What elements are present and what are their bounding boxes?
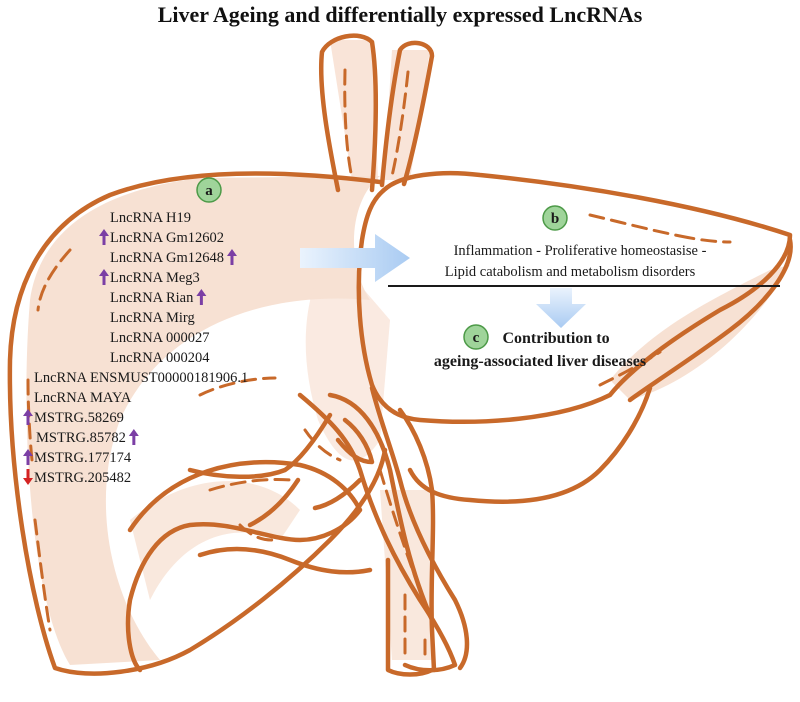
lncrna-item-5: LncRNA Rian [110, 290, 194, 306]
liver-shading [26, 40, 790, 665]
panel-b-line2: Lipid catabolism and metabolism disorder… [445, 264, 696, 280]
flow-arrow-a-to-b [300, 234, 410, 282]
lncrna-item-4: LncRNA Meg3 [110, 270, 200, 286]
panel-c-line2: ageing-associated liver diseases [434, 353, 646, 370]
flow-arrow-b-to-c [536, 288, 586, 328]
lncrna-item-6: LncRNA Mirg [110, 310, 195, 326]
lncrna-up-arrow-2 [99, 229, 109, 245]
panel-b-badge-letter: b [551, 211, 559, 227]
lncrna-item-7: LncRNA 000027 [110, 330, 209, 346]
panel-a-badge-circle [196, 177, 222, 203]
lncrna-item-13: MSTRG.177174 [34, 450, 132, 466]
vena-cava-top-right [379, 40, 435, 188]
lower-left-vessel [125, 459, 363, 673]
lncrna-up-arrow-12 [128, 429, 139, 445]
lncrna-up-arrow-5 [196, 289, 207, 305]
panel-c-line1: Contribution to [502, 330, 609, 347]
right-lobe [356, 170, 793, 424]
liver-outline [7, 33, 793, 677]
portal-vein [297, 392, 458, 673]
hepatic-artery [369, 385, 470, 671]
lncrna-item-12: MSTRG.85782 [36, 430, 126, 446]
lncrna-item-11: MSTRG.58269 [34, 410, 124, 426]
lncrna-item-10: LncRNA MAYA [34, 390, 132, 406]
left-lobe [7, 171, 388, 676]
bile-duct-branch [187, 412, 333, 479]
lncrna-item-9: LncRNA ENSMUST00000181906.1 [34, 370, 248, 386]
lncrna-down-arrow-14 [23, 469, 33, 485]
lncrna-item-3: LncRNA Gm12648 [110, 250, 224, 266]
panel-c-badge-letter: c [473, 330, 480, 346]
lncrna-up-arrow-3 [226, 249, 237, 265]
vena-cava-top-left [318, 33, 379, 193]
panel-a-badge-letter: a [205, 183, 213, 199]
lncrna-item-2: LncRNA Gm12602 [110, 230, 224, 246]
panel-b-line1: Inflammation - Proliferative homeostasis… [454, 243, 707, 259]
diagram-title: Liver Ageing and differentially expresse… [157, 2, 643, 27]
lncrna-up-arrow-4 [99, 269, 109, 285]
lower-right-edge [627, 237, 793, 403]
lncrna-up-arrow-13 [23, 449, 33, 465]
lncrna-up-arrow-11 [23, 409, 33, 425]
panel-b-badge-circle [542, 205, 568, 231]
lncrna-item-1: LncRNA H19 [110, 210, 191, 226]
lncrna-item-14: MSTRG.205482 [34, 470, 131, 486]
lncrna-item-8: LncRNA 000204 [110, 350, 210, 366]
panel-c-badge-circle [463, 324, 489, 350]
